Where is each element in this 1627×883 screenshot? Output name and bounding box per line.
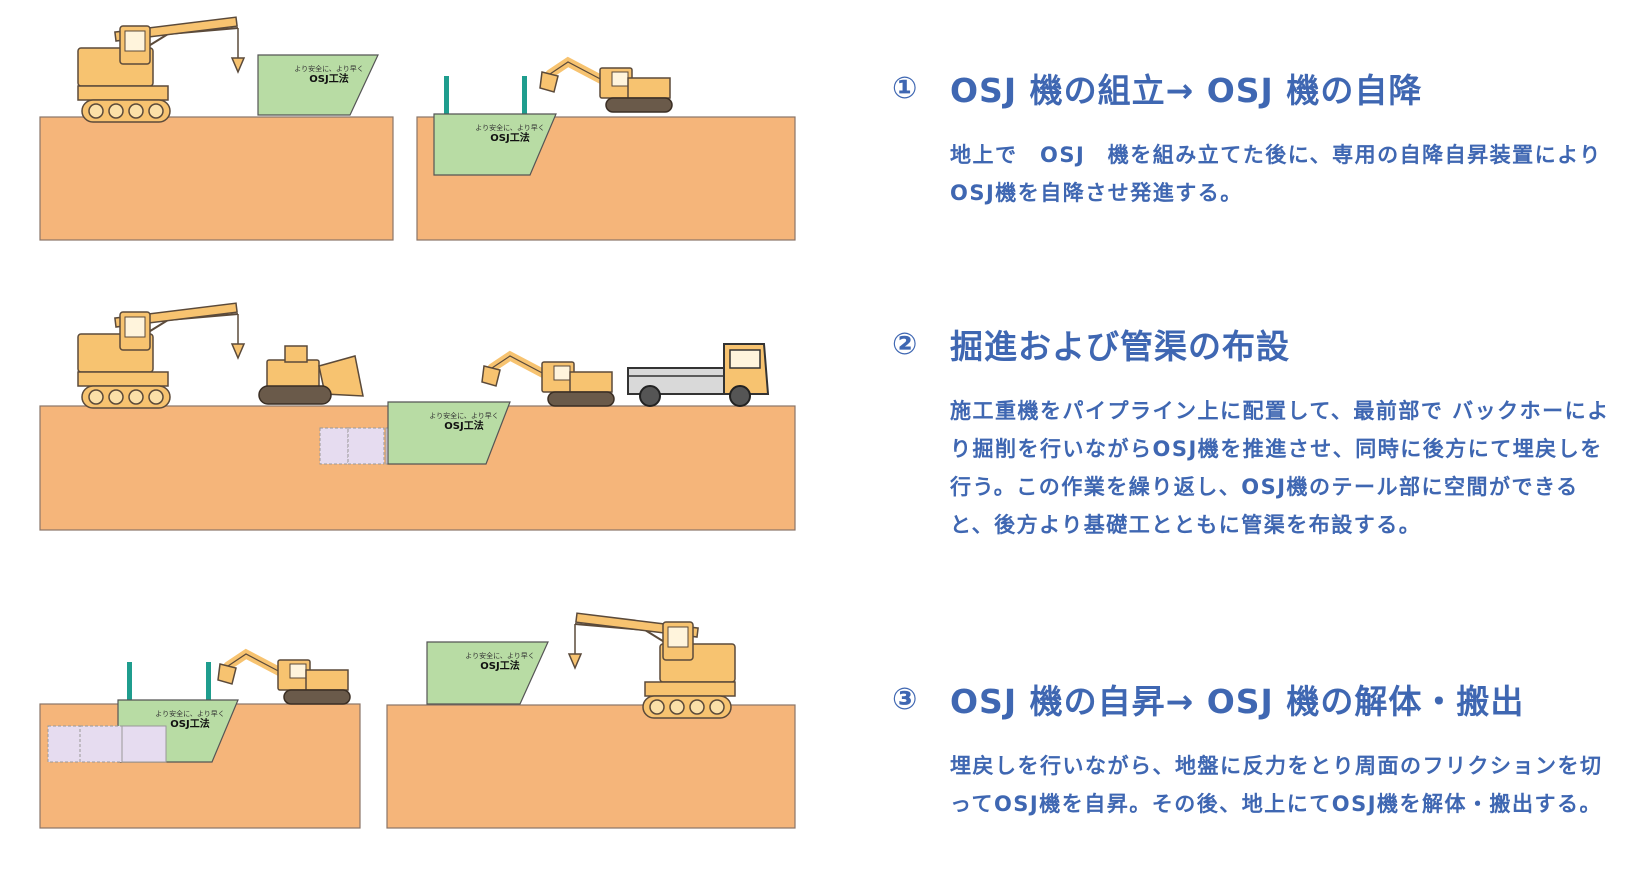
step-description: 施工重機をパイプライン上に配置して、最前部で バックホーにより掘削を行いながらO… xyxy=(950,399,1610,537)
step-description: 埋戻しを行いながら、地盤に反力をとり周面のフリクションを切ってOSJ機を自昇。そ… xyxy=(950,754,1603,816)
step-title: OSJ 機の組立→ OSJ 機の自降 xyxy=(950,71,1423,110)
excavator-machine xyxy=(482,356,614,406)
step-heading: ③ OSJ 機の自昇→ OSJ 機の解体・搬出 xyxy=(892,677,1612,722)
step-2: ② 掘進および管渠の布設 施工重機をパイプライン上に配置して、最前部で バックホ… xyxy=(892,322,1612,544)
crane-machine xyxy=(77,302,245,409)
osj-label-main: OSJ工法 xyxy=(490,131,529,144)
osj-machine xyxy=(387,401,511,465)
guide-post xyxy=(522,76,527,118)
osj-label-main: OSJ工法 xyxy=(309,72,348,85)
construction-diagram: より安全に、より早く OSJ工法 より安全に、より早く OSJ工法 より安全に、… xyxy=(39,16,796,829)
osj-label-sub: より安全に、より早く xyxy=(475,123,545,132)
osj-label-sub: より安全に、より早く xyxy=(155,709,225,718)
pipe-segment xyxy=(121,725,167,763)
bulldozer-machine xyxy=(258,345,364,405)
step-1: ① OSJ 機の組立→ OSJ 機の自降 地上で OSJ 機を組み立てた後に、専… xyxy=(892,66,1612,212)
guide-post xyxy=(127,662,132,704)
crane-machine xyxy=(77,16,245,124)
step-heading: ② 掘進および管渠の布設 xyxy=(892,322,1612,367)
step-number: ③ xyxy=(892,681,918,717)
pipe-segment xyxy=(47,725,81,763)
osj-machine xyxy=(433,113,557,176)
step-heading: ① OSJ 機の組立→ OSJ 機の自降 xyxy=(892,66,1612,111)
step-description: 地上で OSJ 機を組み立てた後に、専用の自降自昇装置によりOSJ機を自降させ発… xyxy=(950,143,1602,205)
osj-label-main: OSJ工法 xyxy=(480,659,519,672)
excavator-machine xyxy=(540,62,672,112)
osj-label-main: OSJ工法 xyxy=(170,717,209,730)
osj-label-sub: より安全に、より早く xyxy=(429,411,499,420)
step-title: OSJ 機の自昇→ OSJ 機の解体・搬出 xyxy=(950,682,1525,721)
step-number: ① xyxy=(892,70,918,106)
pipe-segment xyxy=(79,725,123,763)
excavator-machine xyxy=(218,654,350,704)
step-number: ② xyxy=(892,326,918,362)
osj-label-main: OSJ工法 xyxy=(444,419,483,432)
ground-block xyxy=(39,116,394,241)
osj-machine xyxy=(257,54,379,116)
osj-machine xyxy=(426,641,549,705)
truck-vehicle xyxy=(627,343,769,407)
pipe-segment xyxy=(319,427,349,465)
step-title: 掘進および管渠の布設 xyxy=(950,327,1290,366)
osj-label-sub: より安全に、より早く xyxy=(465,651,535,660)
osj-label-sub: より安全に、より早く xyxy=(294,64,364,73)
crane-machine xyxy=(568,612,736,719)
pipe-segment xyxy=(347,427,385,465)
guide-post xyxy=(444,76,449,118)
step-3: ③ OSJ 機の自昇→ OSJ 機の解体・搬出 埋戻しを行いながら、地盤に反力を… xyxy=(892,677,1612,823)
guide-post xyxy=(206,662,211,704)
ground-block xyxy=(386,704,796,829)
